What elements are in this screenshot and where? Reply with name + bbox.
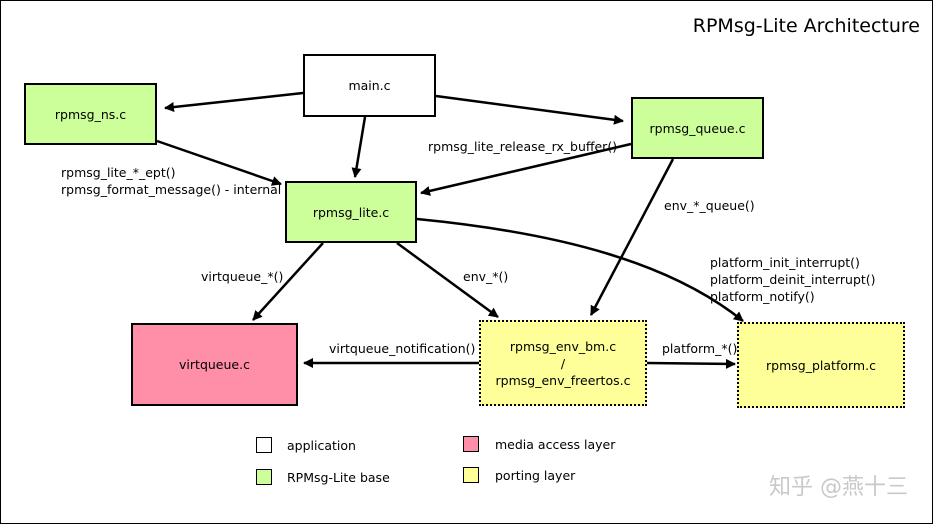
arrow-lite-to-virtqueue xyxy=(252,242,324,321)
label-release-rx-buffer: rpmsg_lite_release_rx_buffer() xyxy=(428,138,617,155)
box-virtqueue: virtqueue.c xyxy=(131,323,298,406)
label-platform-functions: platform_init_interrupt() platform_deini… xyxy=(710,254,876,305)
label-virtqueue-notification-text: virtqueue_notification() xyxy=(329,341,476,356)
legend-swatch-porting xyxy=(463,467,479,483)
label-env-queue: env_*_queue() xyxy=(664,197,755,214)
label-env-fn: env_*() xyxy=(463,268,508,285)
arrow-ns-to-lite xyxy=(156,139,282,186)
box-rpmsg-env-line1: rpmsg_env_bm.c xyxy=(509,338,617,354)
arrow-queue-to-env xyxy=(589,158,675,316)
label-ns-to-lite-line2: rpmsg_format_message() - internal xyxy=(61,182,282,197)
legend-label-base: RPMsg-Lite base xyxy=(287,470,390,485)
box-rpmsg-ns: rpmsg_ns.c xyxy=(24,83,157,145)
box-rpmsg-lite-label: rpmsg_lite.c xyxy=(312,204,390,220)
arrow-main-to-ns xyxy=(164,91,304,112)
arrow-lite-to-platform xyxy=(416,217,744,322)
label-platform-fn: platform_*() xyxy=(662,340,737,357)
label-platform-line3: platform_notify() xyxy=(710,289,815,304)
box-rpmsg-env: rpmsg_env_bm.c / rpmsg_env_freertos.c xyxy=(479,320,647,406)
label-platform-line1: platform_init_interrupt() xyxy=(710,255,860,270)
arrow-main-to-queue xyxy=(435,94,624,125)
box-rpmsg-env-line3: rpmsg_env_freertos.c xyxy=(495,372,631,388)
label-env-queue-text: env_*_queue() xyxy=(664,198,755,213)
box-main-label: main.c xyxy=(348,78,391,93)
label-virtqueue-notification: virtqueue_notification() xyxy=(329,340,475,357)
box-rpmsg-queue: rpmsg_queue.c xyxy=(631,97,764,159)
label-release-rx-buffer-text: rpmsg_lite_release_rx_buffer() xyxy=(428,139,618,154)
label-virtqueue-fn: virtqueue_*() xyxy=(201,268,283,285)
legend-label-media: media access layer xyxy=(495,437,616,452)
diagram-title: RPMsg-Lite Architecture xyxy=(692,15,920,37)
legend-swatch-application xyxy=(256,437,272,453)
box-rpmsg-platform-label: rpmsg_platform.c xyxy=(766,357,876,373)
box-main: main.c xyxy=(303,54,436,117)
legend-label-porting: porting layer xyxy=(495,468,576,483)
box-virtqueue-label: virtqueue.c xyxy=(179,357,250,372)
arrow-lite-to-env xyxy=(396,241,499,319)
label-virtqueue-fn-text: virtqueue_*() xyxy=(201,269,284,284)
box-rpmsg-queue-label: rpmsg_queue.c xyxy=(649,120,746,136)
box-rpmsg-env-line2: / xyxy=(560,355,566,371)
box-rpmsg-ns-label: rpmsg_ns.c xyxy=(54,106,127,122)
arrow-main-to-lite xyxy=(351,116,367,178)
watermark: 知乎 @燕十三 xyxy=(769,475,908,500)
label-platform-line2: platform_deinit_interrupt() xyxy=(710,272,876,287)
label-platform-fn-text: platform_*() xyxy=(662,341,738,356)
legend-swatch-media xyxy=(463,436,479,452)
box-rpmsg-lite: rpmsg_lite.c xyxy=(285,181,417,243)
arrow-env-to-platform xyxy=(646,358,736,369)
label-ns-to-lite-line1: rpmsg_lite_*_ept() xyxy=(61,165,176,180)
label-ns-to-lite: rpmsg_lite_*_ept() rpmsg_format_message(… xyxy=(61,164,281,198)
legend-label-application: application xyxy=(287,438,356,453)
label-env-fn-text: env_*() xyxy=(463,269,509,284)
legend-swatch-base xyxy=(256,469,272,485)
arrow-queue-to-lite xyxy=(420,142,632,196)
box-rpmsg-platform: rpmsg_platform.c xyxy=(737,322,905,408)
